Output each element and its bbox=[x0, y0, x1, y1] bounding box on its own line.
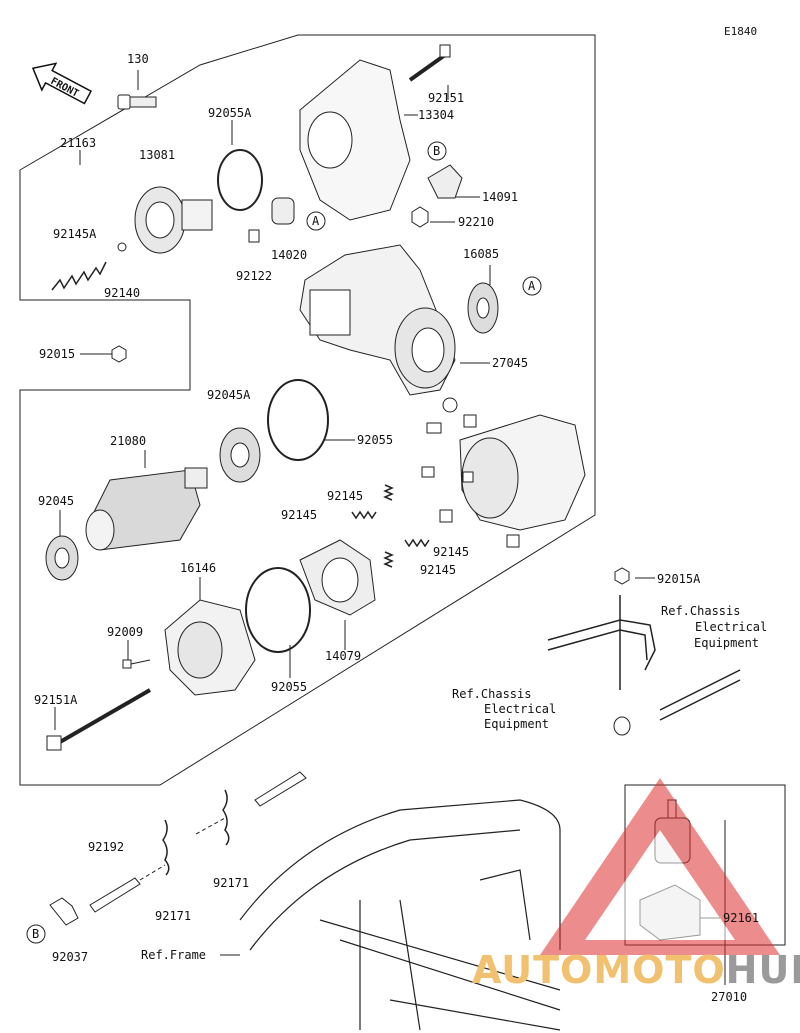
housing-13304-icon bbox=[299, 59, 411, 221]
ref-chassis-1-line2: Electrical bbox=[695, 620, 768, 634]
spring-92145a-icon bbox=[51, 261, 107, 291]
label-14091: 14091 bbox=[482, 190, 519, 204]
label-92045: 92045 bbox=[38, 494, 75, 508]
ref-chassis-1-line1: Ref.Chassis bbox=[661, 604, 741, 618]
nut-lower-icon bbox=[613, 716, 631, 736]
callout-a-2: A bbox=[528, 279, 536, 293]
front-arrow-icon: FRONT bbox=[31, 62, 93, 105]
label-16085: 16085 bbox=[463, 247, 500, 261]
brush-holder-14079-icon bbox=[299, 539, 376, 616]
spring-92145-1-icon bbox=[383, 484, 394, 501]
callout-a-circle-1 bbox=[306, 211, 326, 231]
pin-92122-icon bbox=[248, 229, 260, 243]
pin-92192-icon bbox=[89, 877, 141, 913]
diagram-code: E1840 bbox=[724, 25, 758, 38]
ref-frame: Ref.Frame bbox=[141, 948, 207, 962]
housing-27045-icon bbox=[299, 244, 456, 396]
label-21080: 21080 bbox=[110, 434, 147, 448]
label-92171-2: 92171 bbox=[213, 876, 250, 890]
ref-chassis-2-line1: Ref.Chassis bbox=[452, 687, 532, 701]
pin-upper-icon bbox=[254, 771, 307, 807]
ref-chassis-2-line3: Equipment bbox=[484, 717, 550, 731]
callout-a-1: A bbox=[312, 214, 320, 228]
label-92140: 92140 bbox=[104, 286, 141, 300]
label-92192: 92192 bbox=[88, 840, 125, 854]
assembly-frame-outline bbox=[19, 34, 596, 786]
label-27045: 27045 bbox=[492, 356, 529, 370]
label-92015: 92015 bbox=[39, 347, 76, 361]
watermark-logo: AUTOMOTOHUB bbox=[472, 948, 800, 992]
bolt-92151-icon bbox=[408, 44, 451, 82]
o-ring-92055a-icon bbox=[217, 149, 263, 211]
watermark-part2: HUB bbox=[725, 948, 800, 992]
label-14079: 14079 bbox=[325, 649, 362, 663]
frame-icon bbox=[239, 799, 561, 1031]
callout-b-2: B bbox=[32, 927, 40, 941]
o-ring-92055-icon bbox=[267, 379, 329, 461]
armature-21080-icon bbox=[85, 467, 208, 551]
clamp-92037-icon bbox=[49, 897, 79, 926]
spring-92145-3-icon bbox=[404, 538, 430, 548]
bolt-92151a-icon bbox=[46, 688, 152, 751]
label-92210: 92210 bbox=[458, 215, 495, 229]
label-14020: 14020 bbox=[271, 248, 308, 262]
bolt-130-icon bbox=[117, 94, 157, 110]
nut-92015-icon bbox=[111, 345, 127, 363]
label-92145a: 92145A bbox=[53, 227, 97, 241]
motor-yoke-icon bbox=[421, 397, 586, 548]
label-92009: 92009 bbox=[107, 625, 144, 639]
spring-92145-2-icon bbox=[351, 510, 377, 520]
label-92145-3: 92145 bbox=[433, 545, 470, 559]
label-92055a: 92055A bbox=[208, 106, 252, 120]
label-13304: 13304 bbox=[418, 108, 455, 122]
label-27010: 27010 bbox=[711, 990, 748, 1004]
ref-chassis-2-line2: Electrical bbox=[484, 702, 557, 716]
label-92145-4: 92145 bbox=[420, 563, 457, 577]
label-92055-lower: 92055 bbox=[271, 680, 308, 694]
dash-leader-1 bbox=[139, 864, 166, 881]
label-92151: 92151 bbox=[428, 91, 465, 105]
cable-battery-icon bbox=[547, 595, 741, 721]
bearing-92045a-icon bbox=[219, 427, 261, 483]
cap-14091-icon bbox=[427, 164, 463, 199]
label-92145-2: 92145 bbox=[281, 508, 318, 522]
gear-13081-icon bbox=[134, 186, 213, 254]
label-92037: 92037 bbox=[52, 950, 89, 964]
label-130: 130 bbox=[127, 52, 149, 66]
callout-a-circle-2 bbox=[522, 276, 542, 296]
label-92045a: 92045A bbox=[207, 388, 251, 402]
callout-b-circle-2 bbox=[26, 924, 46, 944]
label-92145-1: 92145 bbox=[327, 489, 364, 503]
callout-b-1: B bbox=[433, 144, 441, 158]
clip-92171-1-icon bbox=[162, 819, 170, 876]
ball-92140-icon bbox=[117, 242, 127, 252]
callout-b-circle-1 bbox=[427, 141, 447, 161]
nut-92015a-icon bbox=[614, 567, 630, 585]
dash-leader-2 bbox=[195, 817, 226, 835]
o-ring-92055-lower-icon bbox=[245, 567, 311, 653]
spring-92145-4-icon bbox=[383, 551, 394, 568]
bearing-92045-icon bbox=[45, 535, 79, 581]
label-92171-1: 92171 bbox=[155, 909, 192, 923]
label-92161: 92161 bbox=[723, 911, 760, 925]
gear-14020-icon bbox=[271, 197, 295, 225]
label-16146: 16146 bbox=[180, 561, 217, 575]
cover-16146-icon bbox=[164, 599, 256, 696]
label-92055: 92055 bbox=[357, 433, 394, 447]
label-21163: 21163 bbox=[60, 136, 97, 150]
ref-chassis-1-line3: Equipment bbox=[694, 636, 760, 650]
nut-92210-icon bbox=[411, 206, 429, 228]
watermark-part1: AUTOMOTO bbox=[472, 948, 726, 992]
label-92015a: 92015A bbox=[657, 572, 701, 586]
clip-92171-2-icon bbox=[222, 789, 230, 846]
watermark-triangle-icon bbox=[540, 778, 780, 955]
gear-16085-icon bbox=[467, 282, 499, 334]
label-92122: 92122 bbox=[236, 269, 273, 283]
label-13081: 13081 bbox=[139, 148, 176, 162]
label-92151a: 92151A bbox=[34, 693, 78, 707]
screw-92009-icon bbox=[122, 659, 151, 669]
